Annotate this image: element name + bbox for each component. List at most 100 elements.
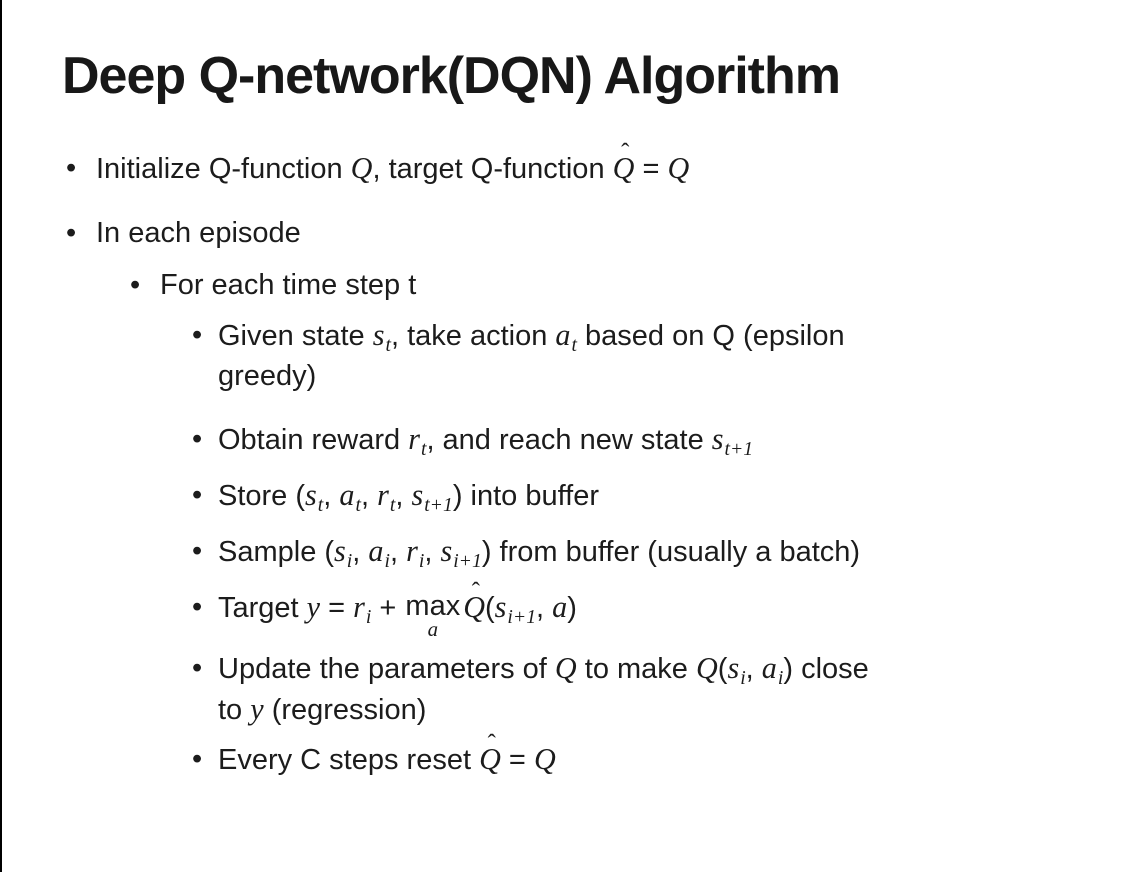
text-segment: , bbox=[352, 536, 369, 568]
math-var-a: a bbox=[552, 590, 568, 624]
math-subscript: t bbox=[317, 493, 324, 516]
math-var-r: r bbox=[406, 534, 418, 568]
text-segment: ) into buffer bbox=[452, 480, 599, 512]
math-var-r: r bbox=[353, 590, 365, 624]
text-segment: ) bbox=[567, 592, 577, 624]
text-segment: ) from buffer (usually a batch) bbox=[481, 536, 861, 568]
bullet-text: Given state st, take action at based on … bbox=[218, 317, 1104, 395]
hat-mark: ˆ bbox=[487, 730, 496, 758]
math-var-s: s bbox=[440, 534, 453, 568]
bullet-text: Sample (si, ai, ri, si+1) from buffer (u… bbox=[218, 533, 1104, 574]
text-line: Update the parameters of Q to make Q(si,… bbox=[218, 650, 869, 689]
math-var-s: s bbox=[411, 478, 424, 512]
text-line: greedy) bbox=[218, 360, 317, 392]
bullet-item-episode: • In each episode bbox=[66, 215, 1104, 252]
text-segment: Sample ( bbox=[218, 536, 335, 568]
bullet-icon: • bbox=[192, 479, 203, 511]
math-var-q: Q bbox=[479, 741, 501, 776]
text-segment: ( bbox=[485, 592, 495, 624]
bullet-text: In each episode bbox=[96, 217, 301, 249]
text-segment: Obtain reward bbox=[218, 424, 409, 456]
bullet-list: • Initialize Q-function Q, target Q-func… bbox=[62, 140, 1104, 779]
text-segment: (regression) bbox=[263, 693, 427, 726]
math-subscript: t bbox=[571, 333, 577, 356]
bullet-icon: • bbox=[66, 217, 77, 249]
text-segment: + bbox=[371, 592, 405, 624]
math-subscript: i+1 bbox=[453, 549, 482, 572]
math-var-a: a bbox=[761, 650, 777, 685]
bullet-icon: • bbox=[66, 152, 77, 184]
bullet-text: Store (st, at, rt, st+1) into buffer bbox=[218, 477, 1104, 518]
bullet-item-store-buffer: • Store (st, at, rt, st+1) into buffer bbox=[192, 477, 1104, 518]
text-segment: , bbox=[389, 536, 407, 568]
math-var-q: Q bbox=[463, 590, 485, 624]
text-segment: Given state bbox=[218, 320, 373, 352]
math-var-r: r bbox=[377, 478, 389, 512]
math-subscript: i bbox=[384, 549, 390, 572]
math-var-q: Q bbox=[667, 151, 690, 185]
text-segment: = bbox=[634, 153, 668, 185]
text-segment: Target bbox=[218, 592, 307, 624]
text-line: Given state st, take action at based on … bbox=[218, 318, 845, 356]
text-line: to y (regression) bbox=[218, 691, 1104, 729]
bullet-icon: • bbox=[192, 591, 203, 623]
text-segment: to make bbox=[576, 652, 696, 685]
text-segment: , take action bbox=[390, 320, 556, 352]
math-var-y: y bbox=[306, 590, 321, 624]
text-segment: , bbox=[745, 652, 762, 685]
text-segment: Initialize Q-function bbox=[96, 153, 351, 185]
bullet-item-given-state: • Given state st, take action at based o… bbox=[192, 317, 1104, 395]
text-segment: , and reach new state bbox=[426, 424, 712, 456]
text-segment: , bbox=[424, 536, 441, 568]
text-segment: , bbox=[360, 480, 378, 512]
hat-mark: ˆ bbox=[471, 578, 480, 606]
math-var-a: a bbox=[555, 318, 571, 352]
math-var-y: y bbox=[250, 691, 264, 726]
math-var-s: s bbox=[334, 534, 346, 568]
math-subscript: t+1 bbox=[724, 437, 754, 460]
bullet-text: Obtain reward rt, and reach new state st… bbox=[218, 421, 1104, 462]
math-subscript: i bbox=[365, 605, 372, 628]
text-segment: , bbox=[323, 480, 340, 512]
math-subscript: i bbox=[777, 666, 784, 689]
text-segment: based on Q (epsilon bbox=[576, 320, 845, 352]
bullet-icon: • bbox=[192, 423, 203, 455]
bullet-icon: • bbox=[192, 319, 203, 351]
math-subscript: i bbox=[346, 549, 353, 572]
math-subscript: t bbox=[385, 333, 391, 356]
bullet-text: Update the parameters of Q to make Q(si,… bbox=[218, 650, 1104, 729]
math-var-q: Q bbox=[533, 741, 556, 776]
math-var-q: Q bbox=[695, 650, 718, 685]
math-subscript: t+1 bbox=[424, 493, 453, 516]
text-segment: Every C steps reset bbox=[218, 743, 480, 776]
math-var-a: a bbox=[339, 478, 355, 512]
math-subscript: t bbox=[355, 493, 361, 516]
math-var-q: Q bbox=[350, 151, 373, 185]
math-var-s: s bbox=[727, 650, 740, 685]
slide-title: Deep Q-network(DQN) Algorithm bbox=[62, 47, 841, 105]
bullet-icon: • bbox=[192, 742, 203, 775]
math-var-s: s bbox=[305, 478, 317, 512]
text-segment: , target Q-function bbox=[372, 153, 613, 185]
math-var-s: s bbox=[372, 318, 385, 352]
bullet-item-update-parameters: • Update the parameters of Q to make Q(s… bbox=[192, 650, 1104, 729]
bullet-item-obtain-reward: • Obtain reward rt, and reach new state … bbox=[192, 421, 1104, 462]
bullet-icon: • bbox=[192, 535, 203, 567]
hat-mark: ˆ bbox=[621, 139, 630, 167]
text-segment: , bbox=[395, 480, 412, 512]
bullet-icon: • bbox=[130, 269, 141, 301]
bullet-item-sample-buffer: • Sample (si, ai, ri, si+1) from buffer … bbox=[192, 533, 1104, 574]
text-segment: ) close bbox=[783, 652, 869, 685]
math-subscript: i bbox=[740, 666, 746, 689]
math-subscript: t bbox=[420, 437, 427, 460]
math-var-s: s bbox=[711, 422, 724, 456]
text-segment: to bbox=[218, 693, 251, 726]
bullet-item-initialize: • Initialize Q-function Q, target Q-func… bbox=[66, 140, 1104, 188]
math-var-q: Q bbox=[554, 650, 577, 685]
max-subscript-a: a bbox=[427, 617, 439, 641]
bullet-item-timestep: • For each time step t bbox=[130, 267, 1104, 304]
